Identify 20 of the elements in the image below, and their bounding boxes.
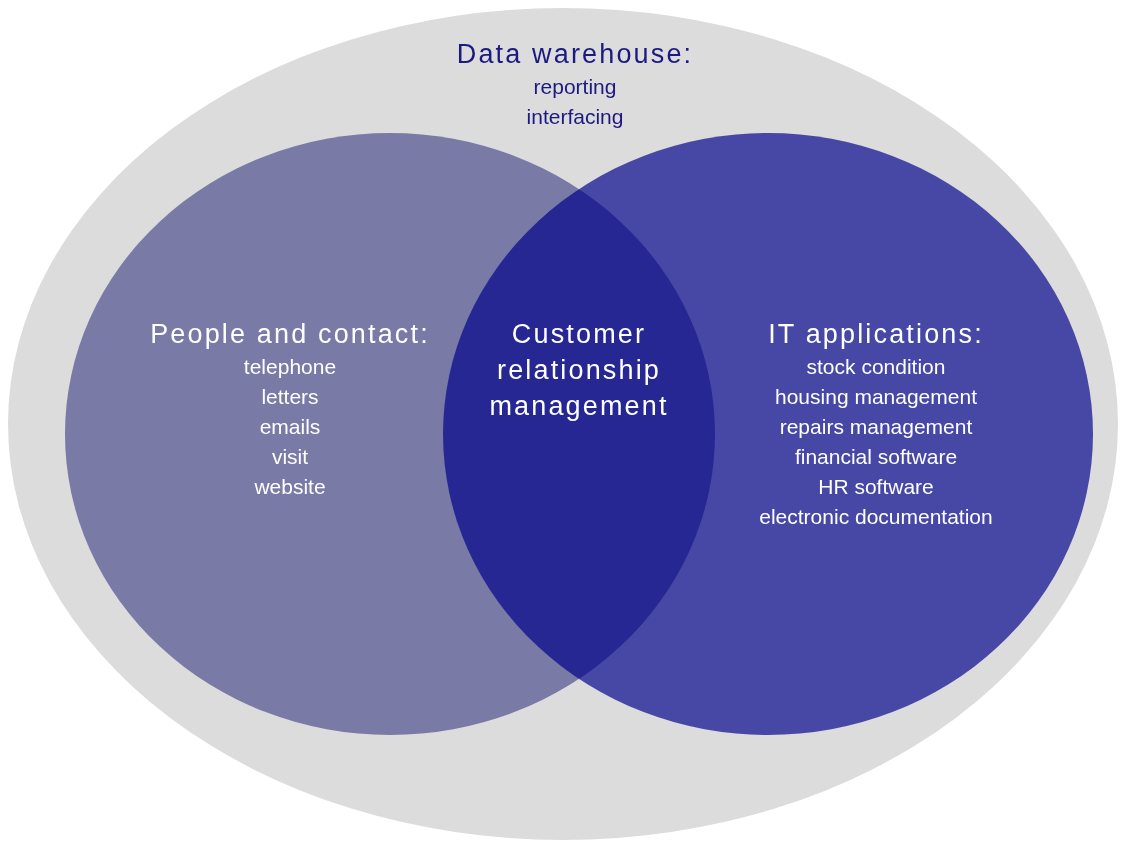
overlap-label: Customer relationship management bbox=[488, 318, 670, 423]
venn-circle bbox=[65, 133, 715, 735]
list-item: interfacing bbox=[526, 104, 624, 130]
list-item: electronic documentation bbox=[759, 504, 993, 530]
list-item: emails bbox=[259, 414, 321, 440]
list-item: financial software bbox=[794, 444, 958, 470]
section-heading: Data warehouse: bbox=[456, 38, 694, 71]
list-item: HR software bbox=[818, 474, 934, 500]
list-item: repairs management bbox=[779, 414, 973, 440]
section-heading: People and contact: bbox=[150, 318, 430, 351]
list-item: housing management bbox=[775, 384, 977, 410]
list-item: reporting bbox=[533, 74, 617, 100]
list-item: visit bbox=[271, 444, 309, 470]
outer-ellipse bbox=[8, 8, 1118, 840]
list-item: telephone bbox=[243, 354, 337, 380]
section-heading: IT applications: bbox=[768, 318, 984, 351]
list-item: website bbox=[254, 474, 326, 500]
list-item: stock condition bbox=[806, 354, 946, 380]
list-item: letters bbox=[261, 384, 319, 410]
venn-circle bbox=[443, 133, 1093, 735]
